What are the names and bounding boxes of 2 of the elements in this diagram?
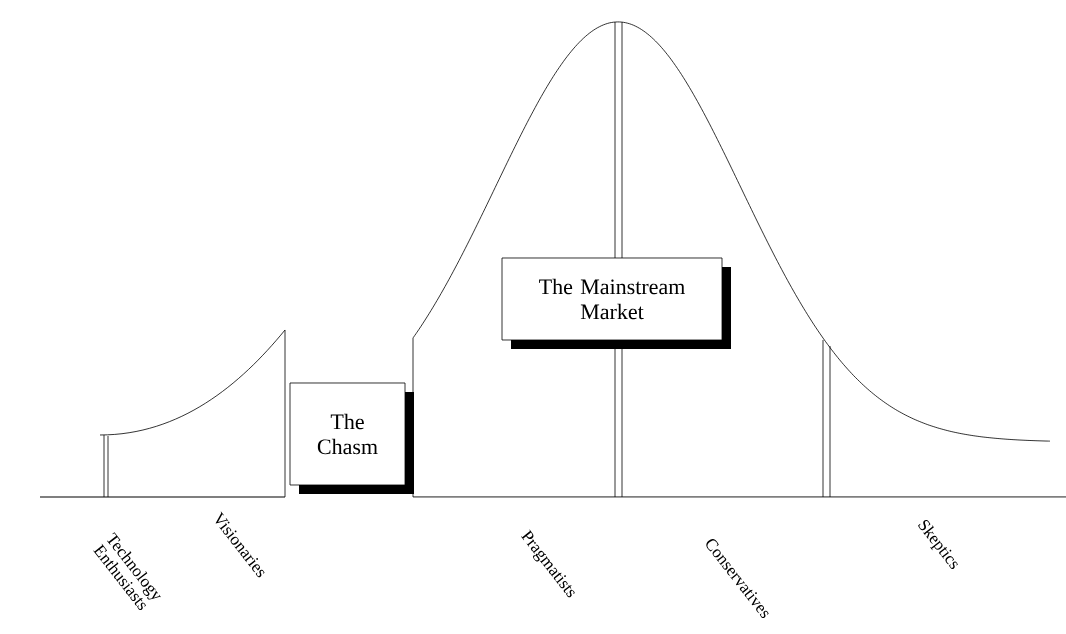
text-box: The Mainstream Market bbox=[501, 257, 731, 349]
text-box: The Chasm bbox=[289, 382, 414, 494]
